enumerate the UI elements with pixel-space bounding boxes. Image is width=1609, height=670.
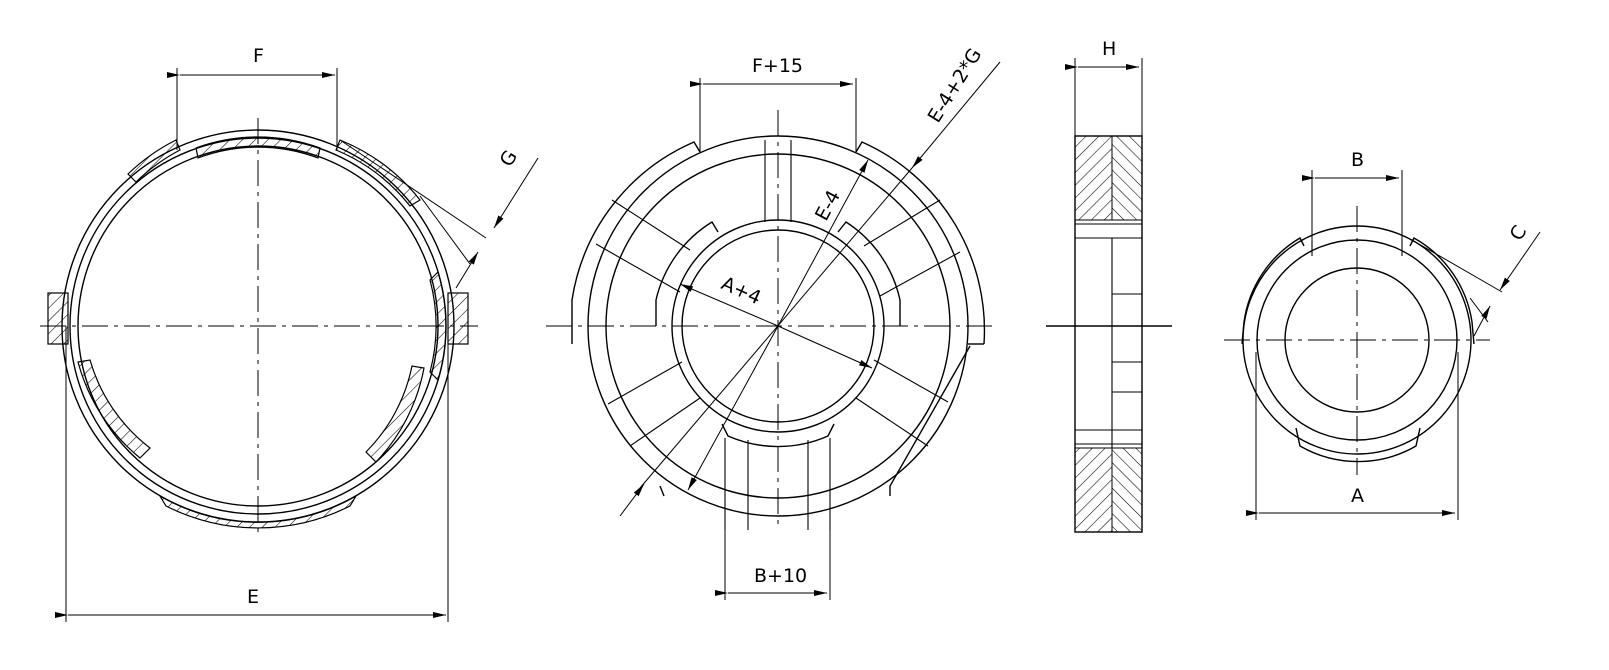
view-4-small-ring: B C A: [1224, 149, 1541, 520]
dim-label-B-plus-10: B+10: [754, 565, 807, 587]
dim-label-A: A: [1351, 485, 1364, 507]
hatched-segment-right-lower: [365, 365, 425, 463]
dim-label-B: B: [1351, 149, 1364, 171]
hatched-segment-top: [195, 136, 321, 159]
dim-label-F: F: [253, 45, 264, 67]
hatched-segment-left-upper: [127, 139, 181, 183]
dim-label-E: E: [247, 586, 259, 608]
lug-right: [447, 292, 469, 345]
dim-label-E-4: E-4: [811, 187, 845, 225]
dim-label-E-4-plus-2G: E-4+2*G: [924, 44, 987, 126]
view-2-front: F+15 E-4+2*G E-4 A+4 B+10: [546, 44, 1001, 600]
dim-label-F-plus-15: F+15: [752, 55, 803, 77]
hatched-segment-right-upper: [335, 139, 421, 207]
dim-label-H: H: [1102, 38, 1116, 60]
hatched-segment-left-lower: [77, 359, 151, 459]
hatched-segment-bottom: [158, 494, 358, 529]
view-1-front: F E G: [40, 45, 539, 622]
lug-left: [47, 292, 69, 345]
view-3-side-section: H: [1046, 38, 1172, 533]
dim-label-G: G: [496, 146, 522, 170]
dim-label-C: C: [1506, 222, 1532, 245]
